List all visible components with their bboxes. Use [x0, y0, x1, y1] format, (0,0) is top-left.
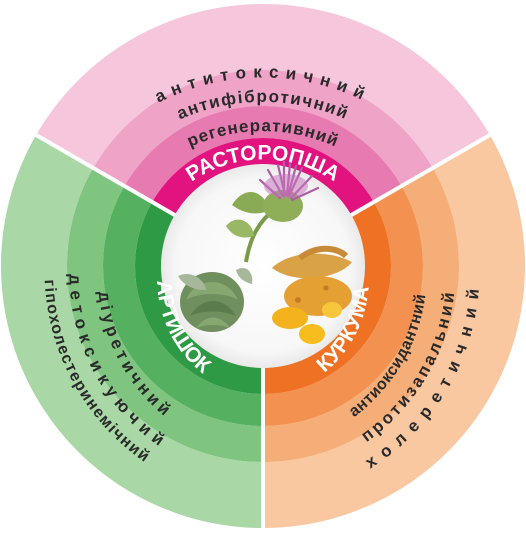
wheel-svg: РАСТОРОПША АРТИШОК КУРКУМА регенеративни…	[0, 0, 526, 533]
herbal-wheel-diagram: РАСТОРОПША АРТИШОК КУРКУМА регенеративни…	[0, 0, 526, 533]
